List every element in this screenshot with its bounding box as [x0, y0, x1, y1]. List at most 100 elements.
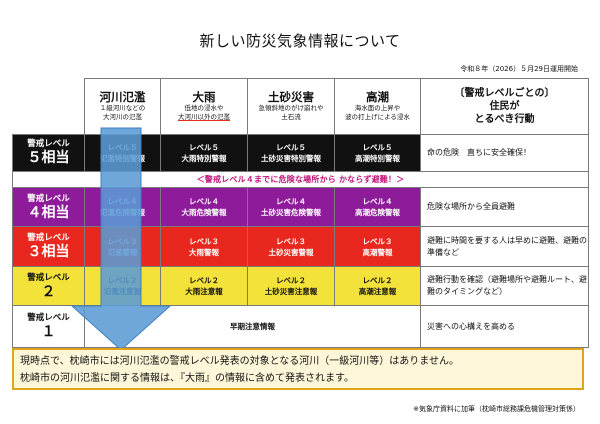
header-label: 住民が	[489, 100, 520, 112]
level-value: １	[41, 324, 56, 341]
header-sub: 波の打上げによる浸水	[345, 113, 410, 122]
evacuate-banner: ＜警戒レベル４までに危険な場所から かならず避難！＞	[12, 170, 589, 188]
header-label: 〔警戒レベルごとの〕	[454, 87, 555, 99]
header-label: 土砂災害	[268, 90, 314, 105]
header-label: とるべき行動	[474, 113, 535, 125]
level-1-action: 災害への心構えを高める	[420, 305, 589, 348]
level-5-action: 命の危険 直ちに安全確保！	[420, 133, 589, 172]
header-sub: 低地の浸水や	[184, 104, 224, 113]
level-caption: 警戒レベル	[27, 139, 70, 150]
cell-warning: 大雨警報	[189, 247, 219, 257]
header-blank	[13, 79, 85, 135]
header-sub: 土石流	[281, 113, 301, 122]
level-2-river: レベル２ 氾濫注意報	[84, 265, 161, 307]
cell-warning: 高潮注意報	[358, 287, 397, 296]
cell-level: レベル５	[107, 142, 138, 152]
cell-level: レベル３	[107, 236, 138, 246]
level-2-surge: レベル２ 高潮注意報	[334, 265, 421, 307]
level-value: ４相当	[27, 204, 70, 221]
cell-warning: 大雨危険警報	[181, 208, 227, 218]
header-label: 大雨	[192, 90, 216, 105]
cell-warning: 大雨特別警報	[181, 153, 227, 163]
header-resident-action: 〔警戒レベルごとの〕 住民が とるべき行動	[420, 78, 589, 135]
cell-level: レベル４	[276, 197, 306, 207]
cell-level: レベル４	[189, 197, 219, 207]
cell-level: レベル３	[189, 236, 219, 246]
cell-warning: 氾濫警報	[107, 247, 138, 257]
effective-date: 令和８年（2026）５月29日運用開始	[460, 65, 578, 73]
header-sub: 大河川の氾濫	[103, 113, 142, 122]
level-caption: 警戒レベル	[27, 193, 70, 204]
notice-box: 現時点で、枕崎市には河川氾濫の警戒レベル発表の対象となる河川（一級河川等）はあり…	[12, 348, 584, 390]
cell-level: レベル４	[107, 197, 138, 207]
warning-level-table: 河川氾濫 １級河川などの 大河川の氾濫 大雨 低地の浸水や 大河川以外の氾濫 土…	[12, 78, 589, 348]
cell-warning: 高潮危険警報	[355, 208, 400, 218]
level-caption: 警戒レベル	[27, 313, 70, 324]
page-title: 新しい防災気象情報について	[199, 32, 401, 50]
cell-level: レベル４	[362, 197, 393, 207]
header-sub: 海水面の上昇や	[354, 104, 401, 113]
level-value: ２	[41, 283, 56, 300]
header-heavy-rain: 大雨 低地の浸水や 大河川以外の氾濫	[160, 78, 248, 135]
level-1-merged: 早期注意情報	[84, 305, 421, 348]
header-sub: １級河川などの	[99, 104, 146, 113]
notice-line: 現時点で、枕崎市には河川氾濫の警戒レベル発表の対象となる河川（一級河川等）はあり…	[20, 356, 459, 367]
cell-warning: 土砂災害注意報	[264, 287, 318, 296]
header-storm-surge: 高潮 海水面の上昇や 波の打上げによる浸水	[334, 78, 421, 135]
cell-level: レベル５	[362, 142, 393, 152]
cell-level: レベル２	[362, 276, 393, 285]
source-note: ※気象庁資料に加筆（枕崎市総務課危機管理対策係）	[413, 405, 580, 413]
header-river-flood: 河川氾濫 １級河川などの 大河川の氾濫	[84, 78, 161, 135]
cell-warning: 土砂災害特別警報	[261, 153, 321, 163]
cell-level: レベル２	[276, 276, 306, 285]
level-2-rain: レベル２ 大雨注意報	[160, 265, 248, 307]
cell-level: レベル２	[107, 276, 138, 285]
level-value: ５相当	[27, 150, 70, 167]
level-value: ３相当	[27, 244, 70, 261]
cell-level: レベル２	[189, 276, 219, 285]
header-label: 河川氾濫	[99, 90, 146, 105]
evacuate-band-row: ＜警戒レベル４までに危険な場所から かならず避難！＞	[12, 170, 589, 188]
notice-line: 枕崎市の河川氾濫に関する情報は、『大雨』の情報に含めて発表されます。	[20, 373, 354, 384]
cell-level: レベル３	[276, 236, 306, 246]
header-label: 高潮	[366, 90, 389, 105]
cell-level: レベル５	[276, 142, 306, 152]
cell-warning: 氾濫危険警報	[100, 208, 145, 218]
header-landslide: 土砂災害 急傾斜地のがけ崩れや 土石流	[247, 78, 335, 135]
header-row: 河川氾濫 １級河川などの 大河川の氾濫 大雨 低地の浸水や 大河川以外の氾濫 土…	[13, 78, 589, 135]
header-sub: 大河川以外の氾濫	[178, 113, 230, 122]
level-3-action: 避難に時間を要する人は早めに避難、避難の準備など	[420, 226, 589, 267]
level-2-action: 避難行動を確認（避難場所や避難ルート、避難のタイミングなど）	[420, 265, 589, 307]
level-caption: 警戒レベル	[27, 272, 70, 283]
cell-level: レベル５	[189, 142, 219, 152]
cell-warning: 大雨注意報	[185, 287, 223, 296]
cell-warning: 氾濫注意報	[103, 287, 142, 296]
level-2-landslide: レベル２ 土砂災害注意報	[247, 265, 335, 307]
cell-warning: 土砂災害危険警報	[261, 208, 321, 218]
header-sub: 急傾斜地のがけ崩れや	[258, 104, 324, 113]
cell-level: レベル３	[362, 236, 393, 246]
level-caption: 警戒レベル	[27, 233, 70, 244]
cell-warning: 高潮特別警報	[355, 153, 400, 163]
